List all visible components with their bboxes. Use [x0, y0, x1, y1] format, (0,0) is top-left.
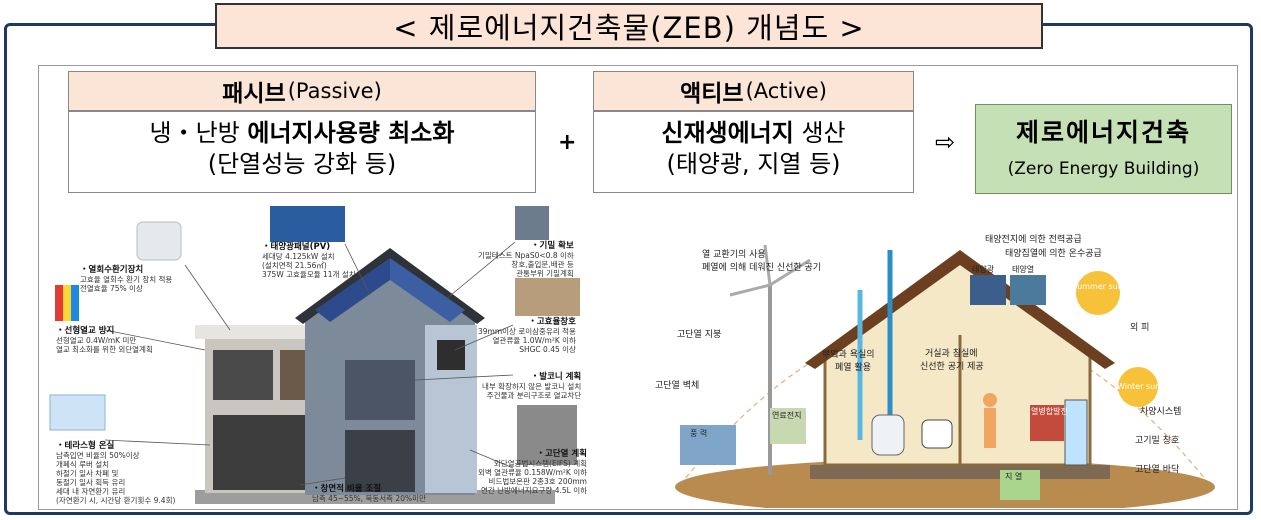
passive-line1-a: 냉・난방: [149, 119, 248, 147]
annot-thermal-bridge: ・선형열교 방지 선형열교 0.4W/mK 미만 열교 최소화를 위한 외단열계…: [56, 326, 153, 355]
heat-exchanger: [871, 414, 905, 456]
ground-window: [345, 430, 415, 492]
label-window: 고기밀 창호: [1135, 436, 1180, 446]
passive-header: 패시브(Passive): [68, 71, 536, 111]
annot-pv: ・태양광패널(PV) 세대당 4.125kW 설치 (설치면적 21.56㎡) …: [262, 242, 356, 280]
passive-title: 패시브: [222, 81, 286, 107]
annot-balcony: ・발코니 계획 내부 확장하지 않은 발코니 설치 주건물과 분리구조로 열교차…: [482, 372, 582, 401]
geo-thumb: [1000, 470, 1040, 500]
label-pv-power: 태양전지에 의한 전력공급: [985, 235, 1082, 245]
active-header: 액티브(Active): [593, 71, 914, 111]
ventilation-unit-icon: [136, 221, 182, 261]
pv-array: [315, 258, 390, 322]
label-chp: 열병합발전: [1031, 407, 1068, 416]
page-title: < 제로에너지건축물(ZEB) 개념도 >: [215, 3, 1043, 49]
label-fuelcell: 연료전지: [772, 411, 802, 420]
wind-thumb: [680, 425, 736, 465]
label-floor: 고단열 바닥: [1135, 465, 1180, 475]
label-kitchen: 부엌과 욕실의: [822, 350, 875, 360]
person: [983, 393, 997, 407]
window-thumbnail: [515, 278, 580, 316]
label-wall: 고단열 벽체: [655, 381, 700, 391]
arrow-icon: ⇨: [935, 128, 956, 156]
label-kitchen2: 폐열 활용: [835, 363, 871, 373]
ventilator: [921, 419, 953, 449]
passive-line2: (단열성능 강화 등): [207, 150, 397, 178]
active-body: 신재생에너지 생산 (태양광, 지열 등): [593, 111, 914, 193]
passive-subtitle: (Passive): [287, 79, 382, 103]
label-ventilation2: 폐열에 의해 데워진 신선한 공기: [702, 263, 822, 273]
chp-thumb: [1030, 405, 1064, 441]
winter-sun-icon: [1118, 367, 1158, 407]
pv-thumb: [970, 275, 1006, 305]
label-ventilation: 열 교환기의 사용: [702, 250, 766, 260]
left-window-upper: [213, 350, 273, 400]
label-roof: 고단열 지붕: [677, 330, 722, 340]
zeb-subtitle: (Zero Energy Building): [1007, 159, 1200, 179]
floor-slab: [810, 465, 1110, 479]
label-living2: 신선한 공기 제공: [920, 362, 984, 372]
label-summer: Summer sun: [1072, 282, 1123, 291]
annot-terrace: ・테라스형 온실 남측입면 비율의 50%이상 개폐식 루버 설치 하절기 일사…: [56, 441, 176, 506]
active-house-illustration: [675, 244, 1215, 508]
summer-sun-icon: [1076, 271, 1120, 315]
sunroom-icon: [49, 394, 106, 431]
zeb-title: 제로에너지건축: [1015, 118, 1191, 147]
active-title: 액티브: [680, 81, 744, 107]
label-geo: 지 열: [1005, 472, 1023, 481]
label-eaves: 외 피: [1130, 323, 1150, 333]
pv-thumbnail: [270, 206, 345, 242]
label-panel1: 태양광: [972, 265, 995, 274]
solar-thermal-thumb: [1010, 275, 1046, 305]
active-line1-b: 생산: [793, 119, 846, 147]
active-subtitle: (Active): [745, 79, 827, 103]
passive-house-illustration: [49, 206, 580, 504]
fuelcell-thumb: [770, 408, 806, 444]
label-winter: Winter sun: [1117, 382, 1161, 391]
label-shading: 차양시스템: [1140, 407, 1182, 417]
pv-array-2: [390, 258, 465, 322]
annot-wwr: ・창면적 비율 조절 남측 45~55%, 북동서측 20%미만: [312, 484, 426, 504]
active-line1-a: 신재생에너지: [661, 119, 794, 147]
label-living: 거실과 침실에: [925, 349, 978, 359]
small-window: [437, 340, 465, 370]
annot-heat-recovery: ・열회수환기장치 고효율 열회수 환기 장치 적용 전열효율 75% 이상: [80, 265, 173, 294]
label-solar-hw: 태양집열에 의한 온수공급: [1005, 249, 1102, 259]
balcony-window: [345, 360, 415, 420]
label-panel2: 태양열: [1012, 265, 1035, 274]
plus-sign: +: [558, 130, 577, 155]
label-wind: 풍 력: [690, 429, 708, 438]
window-icon: [1064, 399, 1088, 466]
insulation-thumbnail: [517, 405, 577, 465]
passive-line1-b: 에너지사용량 최소화: [247, 119, 455, 147]
airtight-thumbnail: [515, 206, 549, 240]
zeb-box: 제로에너지건축 (Zero Energy Building): [975, 104, 1232, 194]
annot-window: ・고효율창호 39mm이상 로이삼중유리 적용 열관류율 1.0W/m²K 이하…: [478, 317, 576, 355]
annot-insulation: ・고단열 계획 외단열공법시스템(EIFS) 계획 외벽 열관류율 0.158W…: [478, 449, 587, 496]
passive-body: 냉・난방 에너지사용량 최소화 (단열성능 강화 등): [68, 111, 536, 193]
annot-airtight: ・기밀 확보 기밀테스트 NpaS0<0.8 이하 창호,출입문,배관 등 관통…: [478, 241, 574, 279]
active-line2: (태양광, 지열 등): [666, 150, 841, 178]
